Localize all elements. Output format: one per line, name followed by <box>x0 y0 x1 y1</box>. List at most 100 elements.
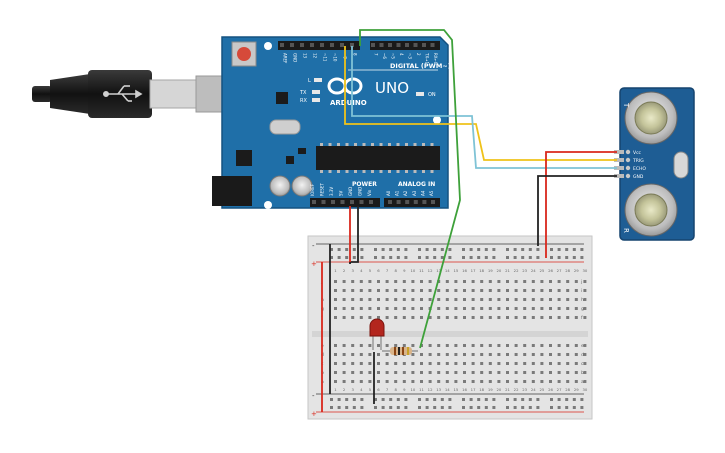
rail-hole[interactable] <box>352 256 356 259</box>
rail-hole[interactable] <box>360 398 364 401</box>
breadboard-hole[interactable] <box>368 298 372 301</box>
breadboard-hole[interactable] <box>411 371 415 374</box>
breadboard-hole[interactable] <box>463 380 466 383</box>
breadboard-hole[interactable] <box>557 344 561 347</box>
rail-hole[interactable] <box>381 256 385 259</box>
breadboard-hole[interactable] <box>342 289 346 292</box>
rail-hole[interactable] <box>462 256 465 259</box>
breadboard-hole[interactable] <box>480 280 484 283</box>
breadboard-hole[interactable] <box>549 371 552 374</box>
breadboard-hole[interactable] <box>523 298 527 301</box>
breadboard-hole[interactable] <box>351 362 355 365</box>
breadboard-hole[interactable] <box>531 307 535 310</box>
breadboard-hole[interactable] <box>402 316 406 319</box>
rail-hole[interactable] <box>418 406 421 409</box>
breadboard-hole[interactable] <box>531 298 535 301</box>
rail-hole[interactable] <box>337 406 341 409</box>
breadboard-hole[interactable] <box>523 380 527 383</box>
analog-pin-hole[interactable] <box>431 200 435 204</box>
breadboard-hole[interactable] <box>574 298 578 301</box>
breadboard-hole[interactable] <box>385 353 389 356</box>
breadboard-hole[interactable] <box>540 298 544 301</box>
rail-hole[interactable] <box>337 248 341 251</box>
rail-hole[interactable] <box>506 406 509 409</box>
breadboard-hole[interactable] <box>574 344 578 347</box>
breadboard-hole[interactable] <box>445 298 449 301</box>
breadboard-hole[interactable] <box>574 380 578 383</box>
digital-pin-hole[interactable] <box>330 43 334 47</box>
digital-pin-hole[interactable] <box>422 43 426 47</box>
breadboard-hole[interactable] <box>488 344 492 347</box>
rail-hole[interactable] <box>580 256 584 259</box>
rail-hole[interactable] <box>536 398 540 401</box>
breadboard-hole[interactable] <box>549 380 552 383</box>
breadboard-hole[interactable] <box>402 298 406 301</box>
breadboard-hole[interactable] <box>531 362 535 365</box>
rail-hole[interactable] <box>513 398 517 401</box>
breadboard-hole[interactable] <box>342 280 346 283</box>
breadboard-hole[interactable] <box>497 380 501 383</box>
rail-hole[interactable] <box>396 398 400 401</box>
breadboard-hole[interactable] <box>368 344 372 347</box>
rail-hole[interactable] <box>565 256 569 259</box>
rail-hole[interactable] <box>330 248 333 251</box>
breadboard-hole[interactable] <box>523 362 527 365</box>
breadboard-hole[interactable] <box>566 371 570 374</box>
breadboard-hole[interactable] <box>557 280 561 283</box>
wire-green-led[interactable] <box>359 29 461 349</box>
rail-hole[interactable] <box>477 248 481 251</box>
breadboard-hole[interactable] <box>488 371 492 374</box>
rail-hole[interactable] <box>345 406 349 409</box>
breadboard-hole[interactable] <box>445 280 449 283</box>
breadboard-hole[interactable] <box>394 307 398 310</box>
breadboard-hole[interactable] <box>506 380 509 383</box>
breadboard-hole[interactable] <box>454 353 458 356</box>
breadboard-hole[interactable] <box>471 344 475 347</box>
power-pin-hole[interactable] <box>350 200 354 204</box>
breadboard-hole[interactable] <box>488 289 492 292</box>
breadboard-hole[interactable] <box>342 307 346 310</box>
rail-hole[interactable] <box>330 398 333 401</box>
breadboard-hole[interactable] <box>334 280 337 283</box>
rail-hole[interactable] <box>513 256 517 259</box>
breadboard-hole[interactable] <box>342 362 346 365</box>
rail-hole[interactable] <box>352 248 356 251</box>
rail-hole[interactable] <box>528 256 532 259</box>
breadboard-hole[interactable] <box>377 371 380 374</box>
breadboard-hole[interactable] <box>411 307 415 310</box>
breadboard-hole[interactable] <box>523 316 527 319</box>
breadboard-hole[interactable] <box>437 353 441 356</box>
breadboard-hole[interactable] <box>334 289 337 292</box>
breadboard-hole[interactable] <box>428 344 432 347</box>
breadboard-hole[interactable] <box>488 380 492 383</box>
breadboard-hole[interactable] <box>583 371 587 374</box>
rail-hole[interactable] <box>550 406 553 409</box>
breadboard-hole[interactable] <box>566 380 570 383</box>
rail-hole[interactable] <box>381 406 385 409</box>
breadboard-hole[interactable] <box>351 316 355 319</box>
breadboard-hole[interactable] <box>506 316 509 319</box>
breadboard-hole[interactable] <box>351 371 355 374</box>
breadboard-hole[interactable] <box>557 380 561 383</box>
breadboard-hole[interactable] <box>506 280 509 283</box>
breadboard-hole[interactable] <box>445 307 449 310</box>
breadboard-hole[interactable] <box>531 380 535 383</box>
breadboard-hole[interactable] <box>549 344 552 347</box>
breadboard-hole[interactable] <box>351 344 355 347</box>
rail-hole[interactable] <box>513 248 517 251</box>
rail-hole[interactable] <box>374 406 377 409</box>
breadboard-hole[interactable] <box>574 353 578 356</box>
breadboard-hole[interactable] <box>377 289 380 292</box>
rail-hole[interactable] <box>550 398 553 401</box>
digital-pin-hole[interactable] <box>388 43 392 47</box>
breadboard-hole[interactable] <box>566 307 570 310</box>
breadboard-hole[interactable] <box>540 344 544 347</box>
rail-hole[interactable] <box>557 406 561 409</box>
breadboard-hole[interactable] <box>368 362 372 365</box>
breadboard-hole[interactable] <box>480 353 484 356</box>
rail-hole[interactable] <box>418 256 421 259</box>
rail-hole[interactable] <box>425 398 429 401</box>
rail-hole[interactable] <box>469 248 473 251</box>
breadboard-hole[interactable] <box>480 344 484 347</box>
